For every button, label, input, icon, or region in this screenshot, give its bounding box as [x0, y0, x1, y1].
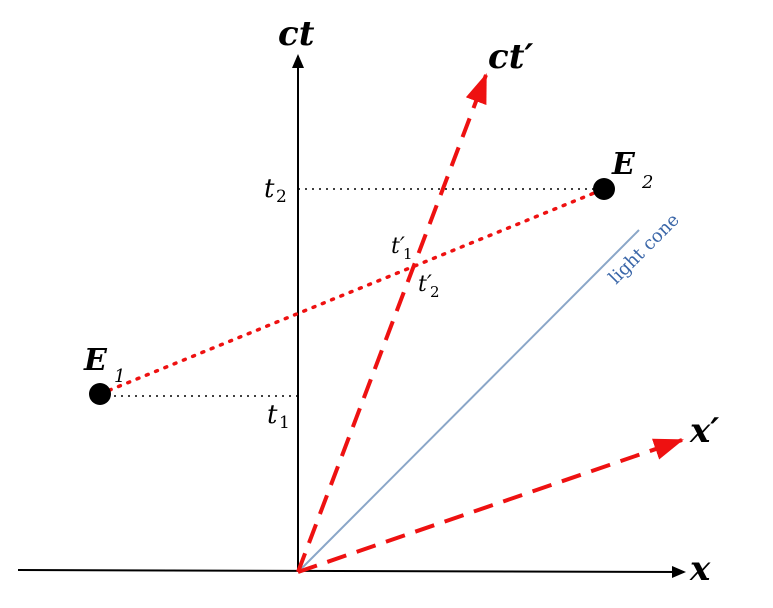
- ct-prime-axis-label: ct′: [488, 37, 533, 77]
- svg-text:t: t: [264, 174, 275, 204]
- x-prime-axis: [297, 438, 684, 574]
- svg-text:t′: t′: [418, 272, 432, 297]
- simultaneity-line: [98, 187, 606, 396]
- t1-label: t 1: [267, 400, 290, 433]
- event-e1-label: E 1: [83, 343, 125, 387]
- x-prime-axis-label: x′: [689, 411, 719, 451]
- svg-text:t: t: [267, 400, 278, 430]
- light-cone-line: [297, 229, 640, 573]
- x-axis-label: x: [689, 549, 711, 589]
- svg-text:1: 1: [279, 413, 290, 433]
- svg-text:2: 2: [430, 283, 440, 301]
- svg-text:1: 1: [114, 366, 125, 387]
- svg-text:E: E: [83, 343, 108, 378]
- x-axis: [17, 565, 686, 578]
- t2-prime-label: t′ 2: [418, 272, 440, 301]
- ct-prime-axis: [296, 73, 488, 573]
- svg-text:t′: t′: [391, 234, 405, 259]
- event-e2-label: E 2: [611, 147, 653, 193]
- event-e1-dot: [89, 383, 111, 405]
- svg-text:2: 2: [276, 187, 287, 207]
- light-cone-label: light cone: [605, 210, 684, 289]
- t2-label: t 2: [264, 174, 287, 207]
- svg-text:E: E: [611, 147, 636, 182]
- svg-text:2: 2: [641, 172, 653, 193]
- ct-axis-label: ct: [278, 14, 315, 54]
- svg-text:1: 1: [403, 245, 413, 263]
- event-e2-dot: [593, 178, 615, 200]
- t1-prime-label: t′ 1: [391, 234, 413, 263]
